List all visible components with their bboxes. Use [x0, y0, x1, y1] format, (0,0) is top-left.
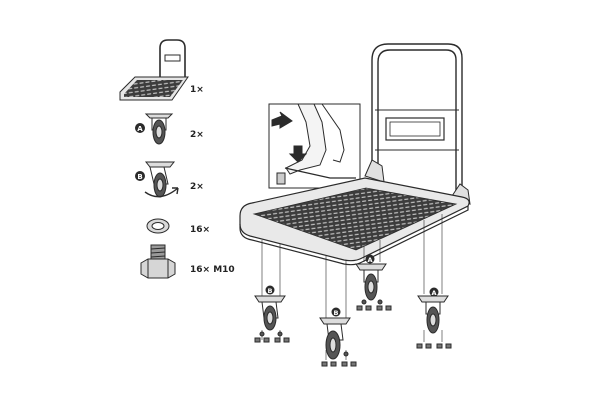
platform-thumbnail-icon: [119, 39, 189, 101]
caster-b-front: [319, 317, 357, 367]
qty-fixed-caster: 2×: [190, 130, 204, 140]
caster-a-back: [355, 263, 392, 311]
caster-badge-3: A: [365, 254, 375, 264]
nut-icon: [140, 244, 176, 279]
caster-badge-4-label: A: [431, 289, 436, 297]
caster-badge-2: B: [331, 307, 341, 317]
qty-washer: 16×: [190, 225, 211, 235]
fold-detail-inset: [268, 103, 361, 189]
caster-badge-2-label: B: [334, 309, 339, 317]
caster-b-left: [254, 295, 290, 343]
qty-nut-m10: 16× M10: [190, 265, 235, 275]
badge-a-label: A: [137, 125, 143, 133]
caster-a-right: [416, 295, 452, 349]
badge-b-label: B: [137, 173, 142, 181]
caster-b-badge: B: [135, 171, 145, 181]
caster-badge-4: A: [429, 287, 439, 297]
caster-badge-1: B: [265, 285, 275, 295]
caster-a-badge: A: [135, 123, 145, 133]
trolley-handle: [364, 43, 471, 205]
swivel-caster-icon: [144, 161, 179, 198]
qty-swivel-caster: 2×: [190, 182, 204, 192]
caster-badge-3-label: A: [367, 256, 372, 264]
trolley-deck: [239, 177, 470, 266]
caster-badge-1-label: B: [268, 287, 273, 295]
qty-platform: 1×: [190, 85, 204, 95]
fixed-caster-icon: [144, 113, 174, 145]
washer-icon: [146, 218, 170, 234]
